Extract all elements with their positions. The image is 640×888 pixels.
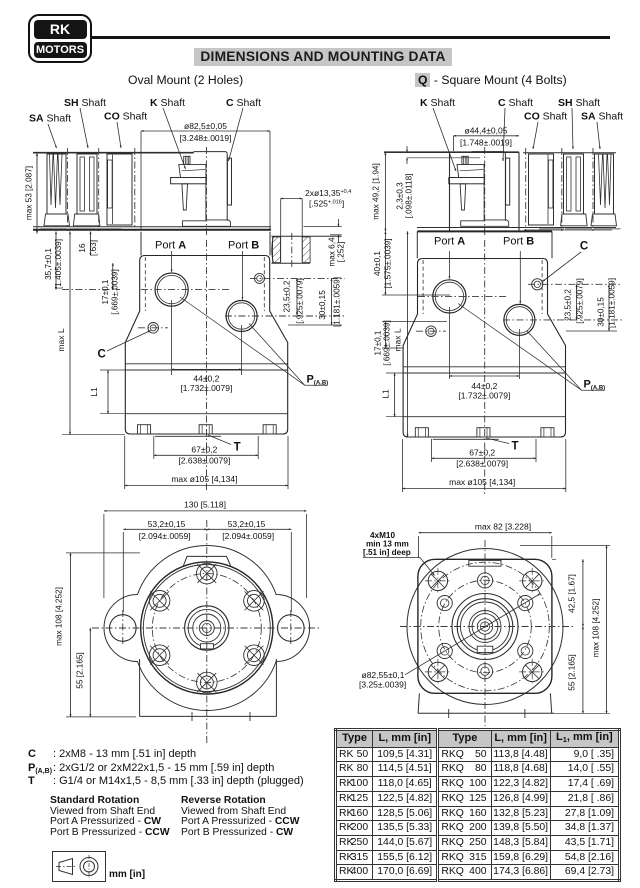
svg-text:2xø13,35+0,4: 2xø13,35+0,4 bbox=[305, 188, 351, 198]
svg-text:[.525+.016]: [.525+.016] bbox=[309, 199, 344, 209]
svg-text:[.925±.0079]: [.925±.0079] bbox=[576, 278, 585, 323]
svg-text:55 [2.165]: 55 [2.165] bbox=[568, 654, 577, 690]
svg-text:SA Shaft: SA Shaft bbox=[581, 111, 623, 123]
svg-text:min 13 mm: min 13 mm bbox=[366, 540, 409, 549]
svg-text:67±0,2: 67±0,2 bbox=[469, 448, 495, 458]
svg-text:[1.732±.0079]: [1.732±.0079] bbox=[458, 391, 510, 401]
svg-text:[2.638±.0079]: [2.638±.0079] bbox=[456, 459, 508, 469]
svg-text:K Shaft: K Shaft bbox=[150, 97, 185, 109]
svg-text:[2.094±.0059]: [2.094±.0059] bbox=[139, 531, 191, 541]
svg-text:max 6,4: max 6,4 bbox=[328, 237, 337, 267]
svg-text:max L: max L bbox=[393, 328, 403, 351]
svg-text:[.63]: [.63] bbox=[89, 240, 98, 256]
svg-text:[1.748±.0019]: [1.748±.0019] bbox=[460, 138, 512, 148]
svg-text:[3.25±.0039]: [3.25±.0039] bbox=[359, 680, 406, 690]
svg-text:T: T bbox=[511, 440, 518, 452]
svg-text:SH Shaft: SH Shaft bbox=[64, 97, 106, 109]
svg-text:[1.405±.0039]: [1.405±.0039] bbox=[54, 239, 63, 289]
svg-text:2,3±0,3: 2,3±0,3 bbox=[396, 182, 405, 210]
svg-text:[1.732±.0079]: [1.732±.0079] bbox=[180, 383, 232, 393]
svg-text:T: T bbox=[234, 441, 241, 453]
svg-text:Port A: Port A bbox=[155, 240, 186, 252]
svg-text:max 53 [2.087]: max 53 [2.087] bbox=[25, 166, 34, 220]
svg-text:Port B: Port B bbox=[503, 236, 534, 248]
svg-text:44±0,2: 44±0,2 bbox=[193, 373, 219, 383]
svg-text:max ø105 [4,134]: max ø105 [4,134] bbox=[449, 477, 515, 487]
svg-text:130 [5.118]: 130 [5.118] bbox=[184, 500, 226, 510]
svg-text:ø44,4±0,05: ø44,4±0,05 bbox=[465, 126, 508, 136]
svg-text:[.098±.0118]: [.098±.0118] bbox=[405, 174, 414, 219]
svg-text:max 108 [4.252]: max 108 [4.252] bbox=[592, 599, 601, 658]
svg-text:max ø105 [4,134]: max ø105 [4,134] bbox=[171, 474, 237, 484]
svg-text:L1: L1 bbox=[381, 389, 391, 399]
svg-text:[.252]: [.252] bbox=[337, 242, 346, 263]
svg-text:67±0,2: 67±0,2 bbox=[191, 445, 217, 455]
svg-text:CO Shaft: CO Shaft bbox=[104, 111, 147, 123]
svg-text:Port A: Port A bbox=[434, 236, 465, 248]
svg-text:16: 16 bbox=[78, 243, 87, 253]
svg-text:[2.638±.0079]: [2.638±.0079] bbox=[178, 456, 230, 466]
svg-text:[.925±.0079]: [.925±.0079] bbox=[296, 278, 305, 323]
svg-text:53,2±0,15: 53,2±0,15 bbox=[148, 519, 186, 529]
svg-text:ø82,55±0,1: ø82,55±0,1 bbox=[362, 670, 405, 680]
svg-text:[.669±.0039]: [.669±.0039] bbox=[111, 269, 120, 314]
svg-text:CO Shaft: CO Shaft bbox=[524, 111, 567, 123]
svg-text:30±0,15: 30±0,15 bbox=[597, 297, 606, 327]
svg-text:[1.575±.0039]: [1.575±.0039] bbox=[384, 238, 393, 288]
svg-text:max 82 [3.228]: max 82 [3.228] bbox=[475, 522, 531, 532]
svg-text:53,2±0,15: 53,2±0,15 bbox=[228, 519, 266, 529]
svg-text:SA Shaft: SA Shaft bbox=[29, 113, 71, 125]
svg-text:C Shaft: C Shaft bbox=[226, 97, 261, 109]
svg-text:ø82,5±0,05: ø82,5±0,05 bbox=[184, 121, 227, 131]
svg-text:C: C bbox=[580, 241, 588, 253]
svg-text:K Shaft: K Shaft bbox=[420, 97, 455, 109]
svg-text:[.51 in] deep: [.51 in] deep bbox=[363, 548, 411, 557]
svg-text:[2.094±.0059]: [2.094±.0059] bbox=[222, 531, 274, 541]
svg-text:[1.181±.0059]: [1.181±.0059] bbox=[333, 277, 342, 327]
svg-text:17±0,1: 17±0,1 bbox=[101, 279, 110, 304]
svg-text:max 108 [4.252]: max 108 [4.252] bbox=[55, 587, 64, 646]
svg-text:max L: max L bbox=[56, 328, 66, 351]
svg-text:23,5±0,2: 23,5±0,2 bbox=[283, 280, 292, 312]
svg-text:4xM10: 4xM10 bbox=[370, 531, 395, 540]
svg-text:17±0,1: 17±0,1 bbox=[374, 330, 383, 355]
svg-text:[1.181±.0059]: [1.181±.0059] bbox=[608, 278, 617, 328]
svg-text:55 [2.165]: 55 [2.165] bbox=[76, 652, 85, 688]
svg-text:30±0,15: 30±0,15 bbox=[318, 290, 327, 320]
svg-text:35,7±0,1: 35,7±0,1 bbox=[44, 248, 53, 280]
svg-text:P(A,B): P(A,B) bbox=[307, 374, 329, 387]
svg-text:[.669±.0039]: [.669±.0039] bbox=[383, 320, 392, 365]
svg-text:Port B: Port B bbox=[228, 240, 259, 252]
svg-text:44±0,2: 44±0,2 bbox=[471, 381, 497, 391]
svg-text:P(A,B): P(A,B) bbox=[584, 379, 606, 392]
svg-text:42,5 [1.67]: 42,5 [1.67] bbox=[568, 574, 577, 613]
svg-text:40±0,1: 40±0,1 bbox=[373, 251, 382, 276]
svg-text:SH Shaft: SH Shaft bbox=[558, 97, 600, 109]
svg-text:C Shaft: C Shaft bbox=[498, 97, 533, 109]
svg-text:C: C bbox=[97, 349, 105, 361]
svg-text:max 49,2 [1.94]: max 49,2 [1.94] bbox=[372, 163, 381, 219]
svg-text:23,5±0,2: 23,5±0,2 bbox=[564, 289, 573, 321]
svg-text:L1: L1 bbox=[89, 387, 99, 397]
svg-text:[3.248±.0019]: [3.248±.0019] bbox=[180, 133, 232, 143]
